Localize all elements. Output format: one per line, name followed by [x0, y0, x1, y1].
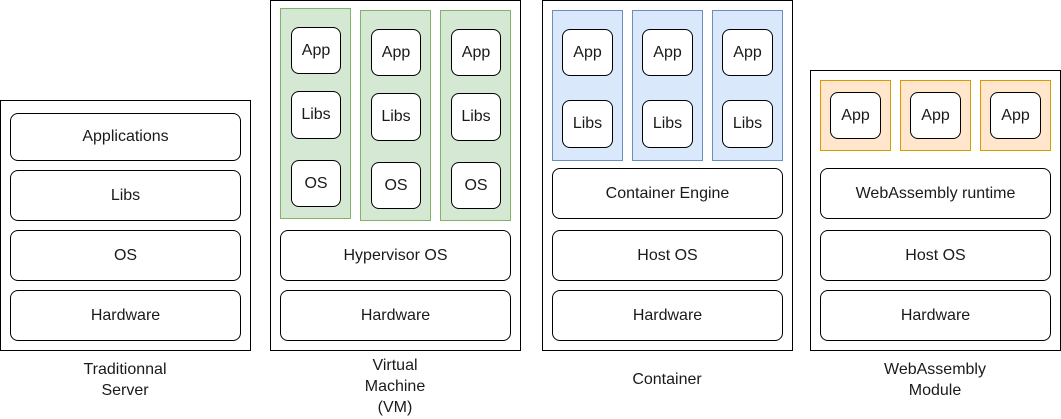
layer-host-os: Host OS — [552, 230, 783, 281]
caption-line: (VM) — [377, 399, 413, 416]
layer-hypervisor-os: Hypervisor OS — [280, 230, 511, 281]
container-unit-2-libs: Libs — [642, 100, 693, 148]
vm-unit-3-libs: Libs — [451, 93, 501, 141]
layer-hardware: Hardware — [10, 290, 241, 341]
caption-line: Virtual — [372, 357, 418, 374]
wasm-unit-2-app: App — [910, 92, 961, 139]
container-unit-1-libs: Libs — [562, 100, 613, 148]
layer-libs: Libs — [10, 170, 241, 221]
caption-line: Machine — [364, 378, 426, 395]
vm-unit-2-os: OS — [371, 162, 421, 209]
caption-virtual-machine: Virtual Machine (VM) — [295, 355, 495, 418]
wasm-unit-3-app: App — [990, 92, 1041, 139]
wasm-unit-1-app: App — [830, 92, 881, 139]
layer-webassembly-runtime: WebAssembly runtime — [820, 168, 1051, 219]
layer-hardware: Hardware — [552, 290, 783, 341]
layer-hardware: Hardware — [820, 290, 1051, 341]
caption-line: WebAssembly — [884, 361, 986, 378]
caption-webassembly-module: WebAssembly Module — [835, 359, 1035, 401]
caption-traditional-server: Traditionnal Server — [25, 359, 225, 401]
container-unit-2-app: App — [642, 29, 693, 76]
layer-hardware: Hardware — [280, 290, 511, 341]
container-unit-1-app: App — [562, 29, 613, 76]
container-unit-3-app: App — [722, 29, 773, 76]
vm-unit-1-os: OS — [291, 160, 341, 207]
caption-line: Module — [908, 382, 962, 399]
caption-line: Container — [632, 371, 702, 388]
layer-applications: Applications — [10, 113, 241, 161]
vm-unit-1-libs: Libs — [291, 91, 341, 139]
caption-container: Container — [567, 369, 767, 390]
vm-unit-3-os: OS — [451, 162, 501, 209]
layer-container-engine: Container Engine — [552, 168, 783, 219]
vm-unit-1-app: App — [291, 27, 341, 74]
caption-line: Server — [101, 382, 149, 399]
layer-host-os: Host OS — [820, 230, 1051, 281]
container-unit-3-libs: Libs — [722, 100, 773, 148]
layer-os: OS — [10, 230, 241, 281]
vm-unit-2-libs: Libs — [371, 93, 421, 141]
vm-unit-3-app: App — [451, 29, 501, 76]
caption-line: Traditionnal — [83, 361, 167, 378]
vm-unit-2-app: App — [371, 29, 421, 76]
